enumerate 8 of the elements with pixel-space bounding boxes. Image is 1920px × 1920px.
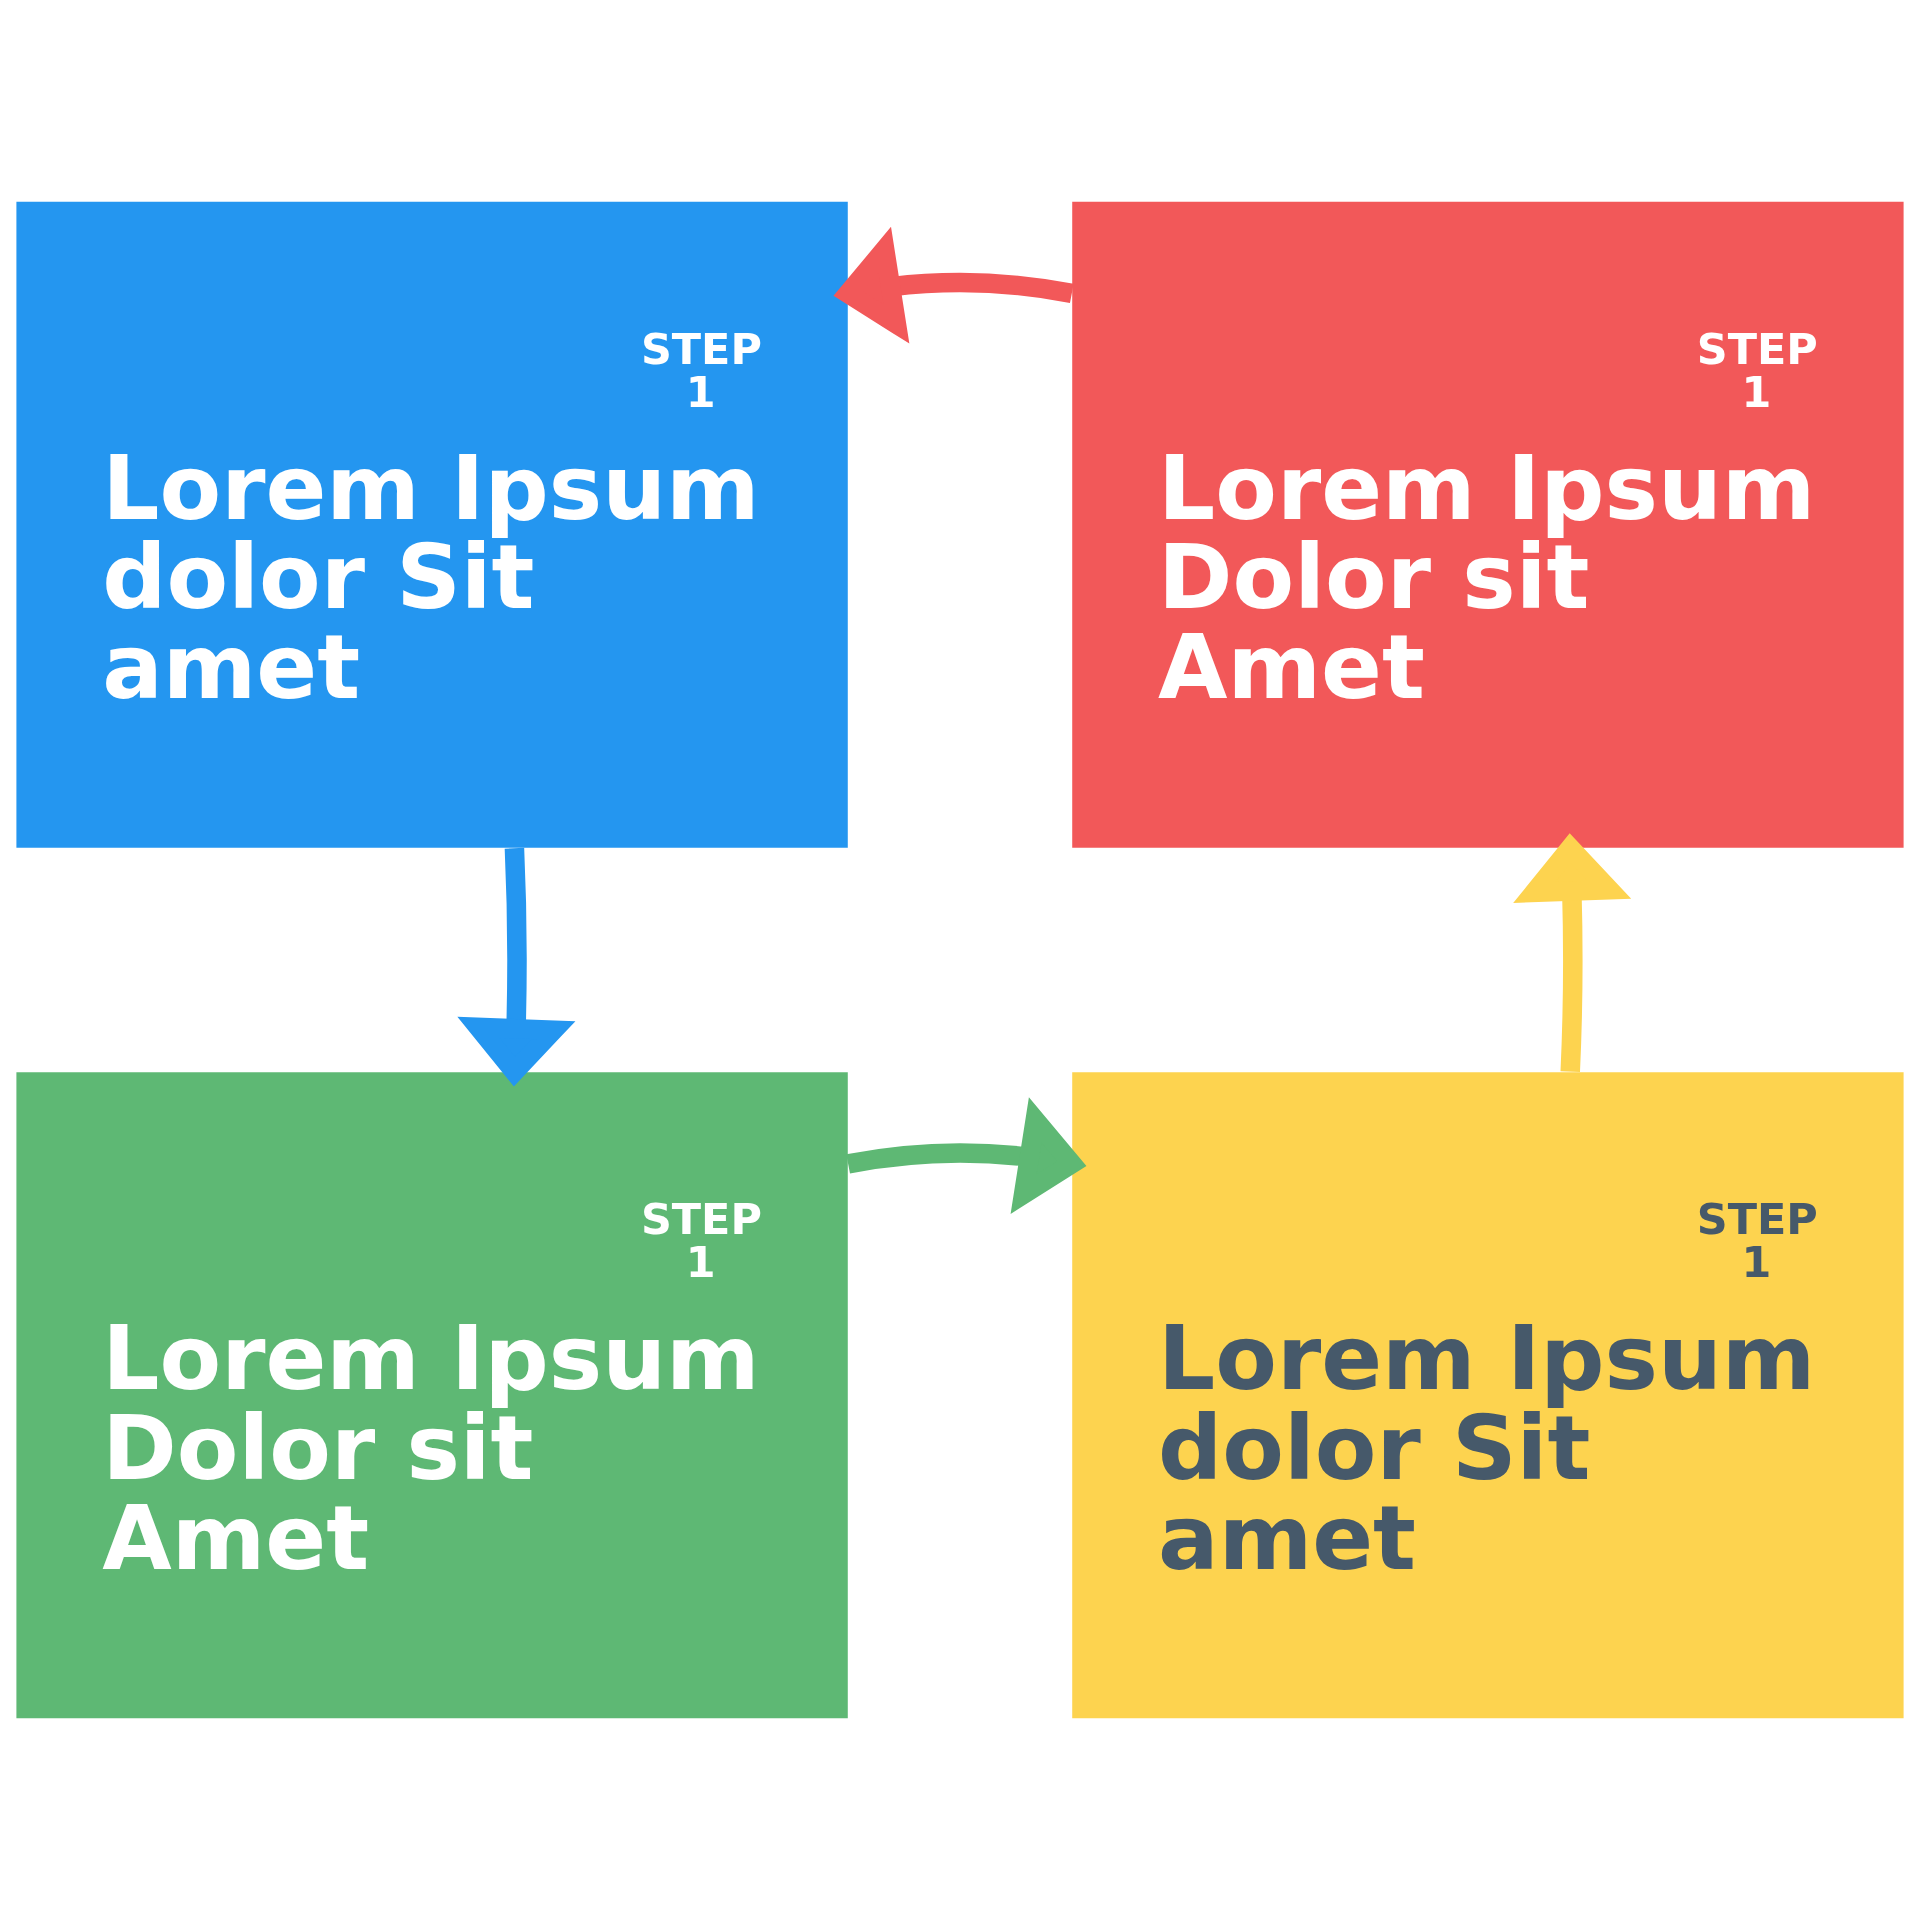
node-box: STEP 1 Lorem Ipsum Dolor sit Amet [16, 1072, 848, 1719]
arrow [1513, 833, 1632, 1073]
node-box: STEP 1 Lorem Ipsum dolor Sit amet [1072, 1072, 1904, 1719]
arrow [846, 1097, 1087, 1214]
node-box: STEP 1 Lorem Ipsum dolor Sit amet [16, 201, 848, 848]
arrow [833, 226, 1074, 344]
arrow [457, 847, 576, 1087]
node-box: STEP 1 Lorem Ipsum Dolor sit Amet [1072, 201, 1904, 848]
